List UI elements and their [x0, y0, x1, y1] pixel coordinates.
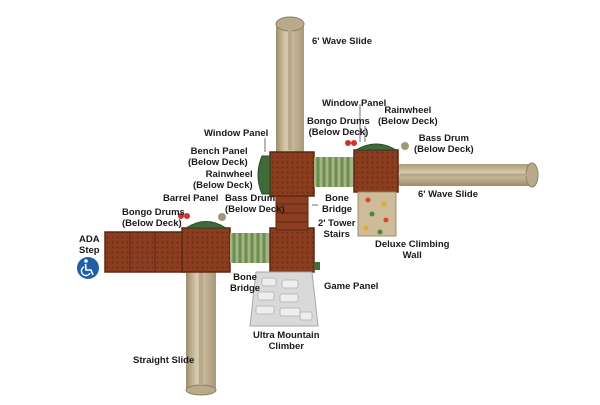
- deck-center-upper: [257, 151, 315, 197]
- deck-center-lower: [269, 227, 315, 273]
- wheelchair-icon: [77, 257, 99, 279]
- label-ultra-mountain-climber: Ultra Mountain Climber: [253, 330, 320, 352]
- straight-slide: [185, 262, 217, 396]
- label-bongo-drums-top: Bongo Drums (Below Deck): [307, 116, 370, 138]
- deck-left: [181, 221, 231, 273]
- wave-slide-top: [275, 16, 305, 157]
- bongo-drums-left-marker: [178, 213, 190, 219]
- label-bongo-drums-left: Bongo Drums (Below Deck): [122, 207, 185, 229]
- label-rainwheel-top: Rainwheel (Below Deck): [378, 105, 438, 127]
- bongo-drums-top-marker: [345, 140, 357, 146]
- label-bench-panel: Bench Panel (Below Deck): [188, 146, 248, 168]
- label-barrel-panel: Barrel Panel: [163, 193, 219, 204]
- bone-bridge-upper: [314, 157, 354, 187]
- deluxe-climbing-wall: [357, 191, 397, 237]
- game-panel-marker: [314, 262, 320, 270]
- label-game-panel: Game Panel: [324, 281, 379, 292]
- label-bass-drum-left: Bass Drum (Below Deck): [225, 193, 285, 215]
- label-window-panel-top: Window Panel: [322, 98, 387, 109]
- label-bone-bridge-right: Bone Bridge: [322, 193, 353, 215]
- label-ada-step: ADA Step: [79, 234, 100, 256]
- bass-drum-top-marker: [401, 142, 409, 150]
- ada-step-deck: [104, 231, 186, 273]
- bone-bridge-horizontal: [230, 233, 270, 263]
- label-tower-stairs: 2' Tower Stairs: [318, 218, 356, 240]
- deck-right: [353, 143, 399, 193]
- label-wave-slide-right: 6' Wave Slide: [418, 189, 478, 200]
- label-bass-drum-top: Bass Drum (Below Deck): [414, 133, 474, 155]
- leader-lines: [264, 104, 366, 206]
- bass-drum-left-marker: [218, 213, 226, 221]
- label-wave-slide-top: 6' Wave Slide: [312, 36, 372, 47]
- tower-stairs: [275, 194, 309, 231]
- label-window-panel-left: Window Panel: [204, 128, 269, 139]
- ultra-mountain-climber: [249, 271, 319, 327]
- label-bone-bridge-bottom: Bone Bridge: [230, 272, 261, 294]
- label-deluxe-climbing-wall: Deluxe Climbing Wall: [375, 239, 450, 261]
- label-straight-slide: Straight Slide: [133, 355, 195, 366]
- label-rainwheel-left: Rainwheel (Below Deck): [193, 169, 253, 191]
- wave-slide-right: [396, 162, 539, 188]
